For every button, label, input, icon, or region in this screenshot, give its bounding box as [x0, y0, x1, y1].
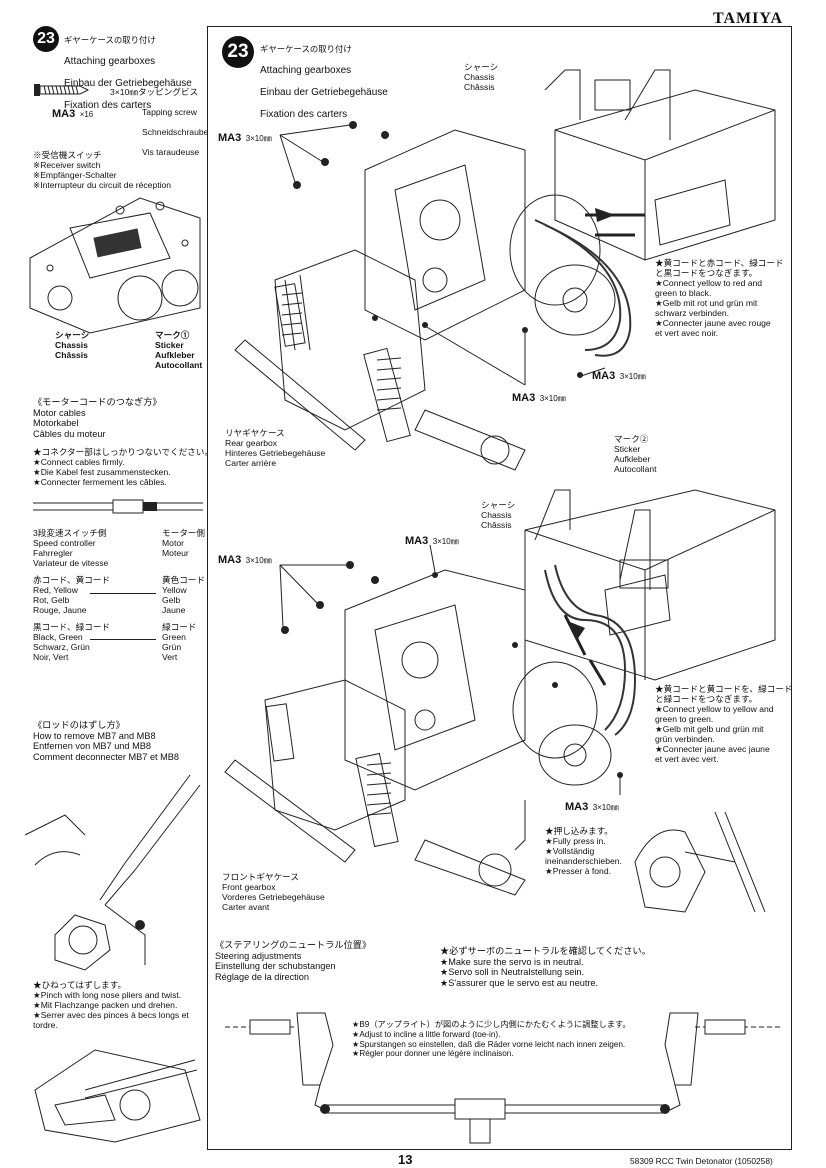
footer-product: 58309 RCC Twin Detonator (1050258): [630, 1156, 773, 1166]
yellow-label: 黄色コード Yellow Gelb Jaune: [162, 575, 205, 615]
motor-side-label: モーター側 Motor Moteur: [162, 528, 205, 558]
ma3-code: MA3: [592, 370, 616, 382]
title-jp: ギヤーケースの取り付け: [64, 35, 156, 45]
ma3-label-4: MA3 3×10㎜: [405, 531, 459, 549]
ma3-size: 3×10㎜: [245, 556, 272, 565]
ma3-code: MA3: [565, 801, 589, 813]
leader-line: [90, 593, 156, 594]
screw-icon: [34, 84, 90, 96]
green-label: 緑コード Green Grün Vert: [162, 622, 197, 662]
main-title-fr: Fixation des carters: [260, 109, 348, 120]
ma3-code: MA3: [218, 132, 242, 144]
title-de: Einbau der Getriebegehäuse: [64, 78, 192, 89]
main-title-de: Einbau der Getriebegehäuse: [260, 87, 388, 98]
chassis-label-mid: シャーシ Chassis Châssis: [481, 500, 516, 530]
screw-code-text: MA3: [52, 108, 76, 120]
brand-logo: TAMIYA: [713, 10, 784, 27]
receiver-chassis-label: シャーシ Chassis Châssis: [55, 330, 90, 360]
main-title-en: Attaching gearboxes: [260, 65, 352, 76]
screw-jp: 3×10㎜タッピングビス: [110, 87, 199, 97]
toe-in-note: ★B9（アップライト）が図のように少し内側にかたむくように調整します。 ★Adj…: [352, 1020, 631, 1059]
screw-code: MA3 ×16: [52, 104, 93, 122]
lower-assembly-diagram: [224, 489, 776, 896]
ma3-label-3: MA3 3×10㎜: [512, 388, 566, 406]
step-title-main: ギヤーケースの取り付け Attaching gearboxes Einbau d…: [260, 33, 388, 131]
connect-note-top: ★黄コードと赤コード、緑コード と黒コードをつなぎます。 ★Connect ye…: [655, 258, 784, 338]
ma3-label-6: MA3 3×10㎜: [565, 797, 619, 815]
ma3-size: 3×10㎜: [592, 803, 619, 812]
connect-note-bottom: ★黄コードと黄コードを、緑コード と緑コードをつなぎます。 ★Connect y…: [655, 684, 793, 764]
front-gearbox-label: フロントギヤケース Front gearbox Vorderes Getrieb…: [222, 872, 325, 912]
ma3-size: 3×10㎜: [539, 394, 566, 403]
ma3-code: MA3: [512, 392, 536, 404]
main-frame: [207, 26, 792, 1150]
screw-label: 3×10㎜タッピングビス Tapping screw Schneidschrau…: [110, 77, 208, 167]
ma3-code: MA3: [405, 535, 429, 547]
title-en: Attaching gearboxes: [64, 56, 156, 67]
press-in-note: ★押し込みます。 ★Fully press in. ★Vollständig i…: [545, 826, 622, 876]
step-badge-small: 23: [33, 26, 59, 52]
screw-en: Tapping screw: [142, 107, 197, 117]
steering-heading: 《ステアリングのニュートラル位置》 Steering adjustments E…: [215, 940, 372, 982]
title-fr: Fixation des carters: [64, 100, 152, 111]
leader-line: [90, 639, 156, 640]
rod-removal-heading: 《ロッドのはずし方》 How to remove MB7 and MB8 Ent…: [33, 720, 180, 762]
screw-qty: ×16: [79, 110, 94, 119]
step-badge-main: 23: [222, 36, 254, 68]
ma3-label-1: MA3 3×10㎜: [218, 128, 272, 146]
ma3-size: 3×10㎜: [245, 134, 272, 143]
receiver-sticker-label: マーク① Sticker Aufkleber Autocollant: [155, 330, 203, 370]
ma3-label-2: MA3 3×10㎜: [592, 366, 646, 384]
rear-gearbox-label: リヤギヤケース Rear gearbox Hinteres Getriebege…: [225, 428, 326, 468]
rod-removal-notes: ★ひねってはずします。 ★Pinch with long nose pliers…: [33, 980, 189, 1030]
chassis-label-top: シャーシ Chassis Châssis: [464, 62, 499, 92]
pliers-detail-diagram: [34, 1049, 201, 1143]
main-title-jp: ギヤーケースの取り付け: [260, 44, 352, 54]
pliers-diagram: [24, 774, 201, 971]
esc-side-label: 3段変速スイッチ側 Speed controller Fahrregler Va…: [33, 528, 109, 568]
page-number: 13: [398, 1152, 413, 1167]
motor-cables-heading: 《モーターコードのつなぎ方》 Motor cables Motorkabel C…: [33, 397, 162, 439]
screw-de: Schneidschraube: [142, 127, 209, 137]
step-title-small: ギヤーケースの取り付け Attaching gearboxes Einbau d…: [64, 24, 192, 122]
black-green-label: 黒コード、緑コード Black, Green Schwarz, Grün Noi…: [33, 622, 111, 662]
press-detail-diagram: [634, 811, 766, 913]
ma3-code: MA3: [218, 554, 242, 566]
connector-diagram: [33, 499, 203, 514]
ma3-size: 3×10㎜: [619, 372, 646, 381]
ma3-size: 3×10㎜: [432, 537, 459, 546]
motor-cables-notes: ★コネクター部はしっかりつないでください。 ★Connect cables fi…: [33, 447, 213, 487]
screw-fr: Vis taraudeuse: [142, 147, 200, 157]
red-yellow-label: 赤コード、黄コード Red, Yellow Rot, Gelb Rouge, J…: [33, 575, 111, 615]
sticker2-label: マーク② Sticker Aufkleber Autocollant: [614, 434, 657, 474]
upper-assembly-diagram: [234, 69, 776, 471]
servo-neutral-note: ★必ずサーボのニュートラルを確認してください。 ★Make sure the s…: [440, 946, 651, 988]
ma3-label-5: MA3 3×10㎜: [218, 550, 272, 568]
steering-diagram: [225, 1012, 780, 1144]
receiver-switch-diagram: [29, 197, 201, 334]
receiver-switch-label: ※受信機スイッチ ※Receiver switch ※Empfänger-Sch…: [33, 150, 172, 190]
